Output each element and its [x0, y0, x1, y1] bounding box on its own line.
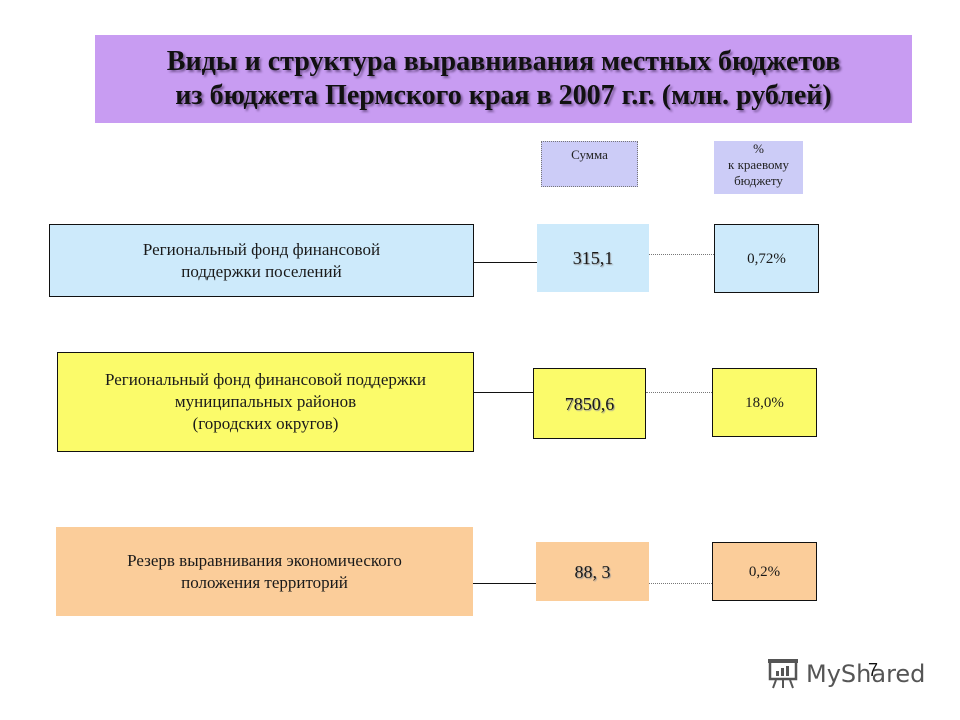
- dotted-connector: [646, 392, 712, 393]
- reserve-label-line-2: положения территорий: [181, 572, 348, 592]
- fund-box-municipal-districts: Региональный фонд финансовой поддержки м…: [57, 352, 474, 452]
- title-line-1: Виды и структура выравнивания местных бю…: [166, 46, 841, 77]
- sum-value: 7850,6: [564, 393, 615, 414]
- reserve-label-line-1: Резерв выравнивания экономического: [127, 550, 402, 570]
- reserve-box-territories: Резерв выравнивания экономического полож…: [56, 527, 473, 616]
- header-sum: Сумма: [541, 141, 638, 187]
- pct-box-settlements: 0,72%: [714, 224, 819, 293]
- sum-box-reserve: 88, 3: [536, 542, 649, 601]
- fund-label-line-2: муниципальных районов: [174, 392, 357, 411]
- page-number: 7: [868, 660, 879, 680]
- dotted-connector: [649, 583, 712, 584]
- sum-value: 88, 3: [574, 561, 611, 582]
- fund-label-line-3: (городских округов): [192, 414, 339, 433]
- title-line-2: из бюджета Пермского края в 2007 г.г. (м…: [175, 80, 832, 111]
- myshared-logo[interactable]: MyShared: [766, 656, 936, 692]
- pct-value: 18,0%: [745, 394, 784, 411]
- sum-box-municipal-districts: 7850,6: [533, 368, 646, 439]
- header-pct-line-2: к краевому: [728, 157, 789, 172]
- sum-value: 315,1: [572, 248, 614, 268]
- fund-box-settlements: Региональный фонд финансовой поддержки п…: [49, 224, 474, 297]
- pct-value: 0,72%: [747, 250, 786, 267]
- dotted-connector: [649, 254, 714, 255]
- pct-value: 0,2%: [748, 563, 781, 580]
- fund-label-line-2: поддержки поселений: [181, 261, 342, 281]
- pct-box-reserve: 0,2%: [712, 542, 817, 601]
- header-percent: % к краевому бюджету: [714, 141, 803, 194]
- fund-label-line-1: Региональный фонд финансовой поддержки: [105, 370, 426, 389]
- header-sum-label: Сумма: [571, 147, 608, 162]
- presentation-board-icon: [768, 659, 798, 689]
- pct-box-municipal-districts: 18,0%: [712, 368, 817, 437]
- header-pct-line-3: бюджету: [734, 173, 783, 188]
- slide-title: Виды и структура выравнивания местных бю…: [95, 35, 912, 123]
- fund-label-line-1: Региональный фонд финансовой: [142, 239, 381, 259]
- connector-line: [474, 262, 537, 263]
- header-pct-line-1: %: [753, 141, 764, 156]
- logo-text: MyShared: [806, 660, 926, 688]
- connector-line: [474, 392, 534, 393]
- connector-line: [473, 583, 536, 584]
- sum-box-settlements: 315,1: [537, 224, 649, 292]
